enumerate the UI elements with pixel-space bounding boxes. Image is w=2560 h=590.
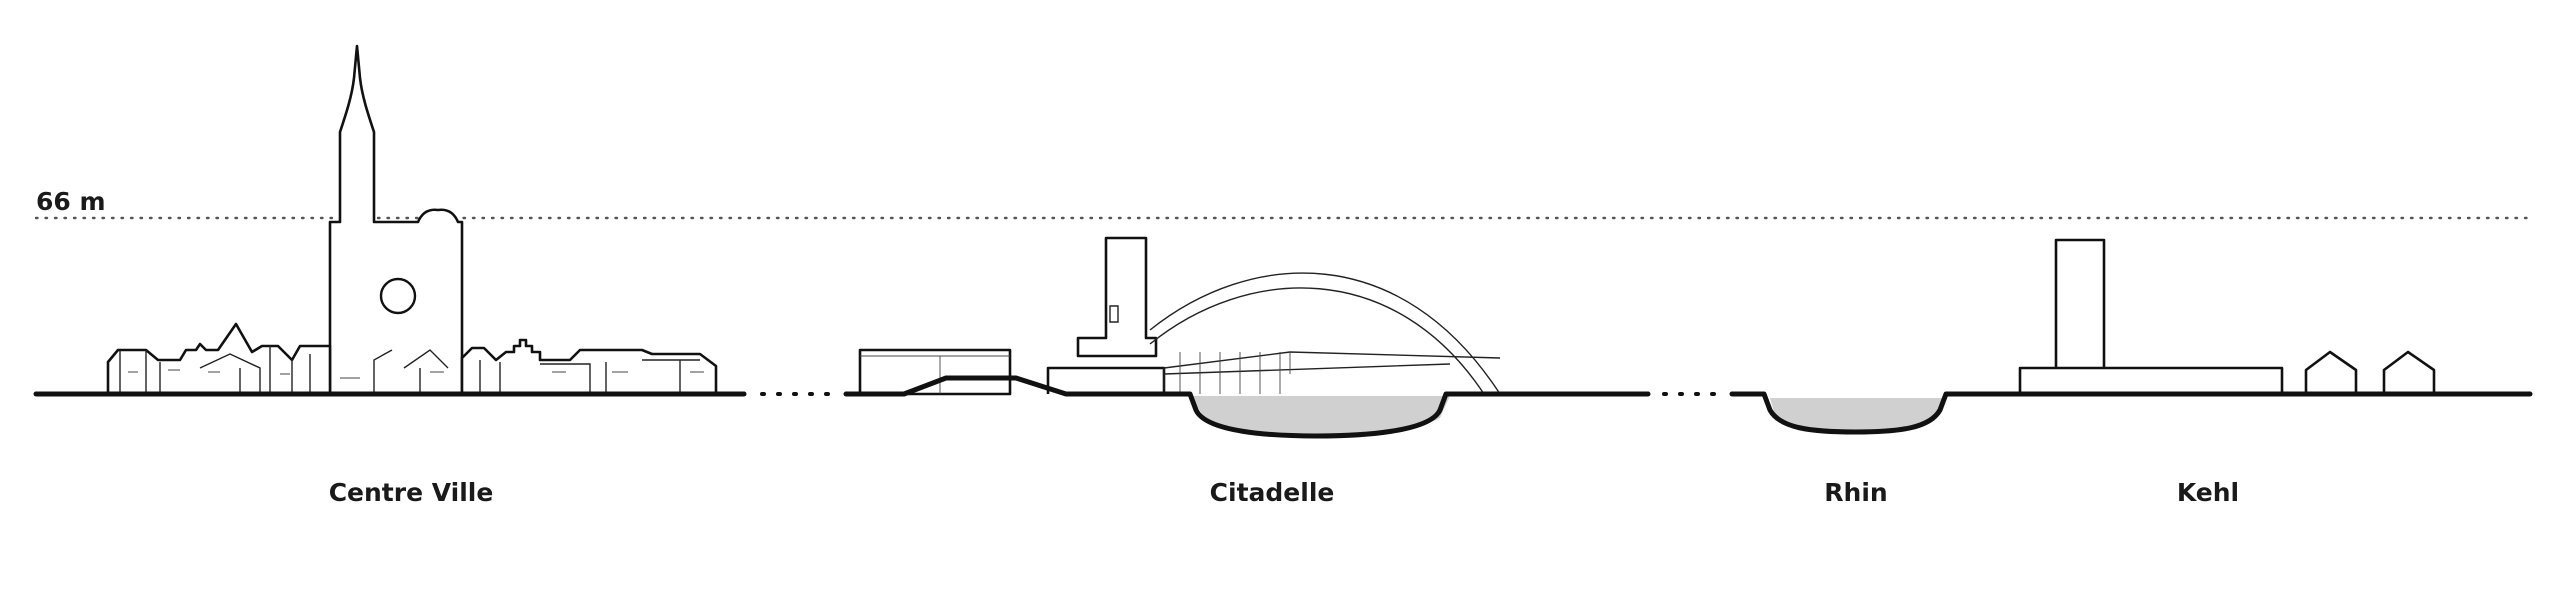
section-label-centre-ville: Centre Ville [329, 478, 494, 507]
citadelle-arch-inner [1149, 287, 1485, 395]
citadelle-group: Citadelle [843, 236, 1651, 507]
citadelle-basin-water [1190, 396, 1450, 436]
citadelle-canopy-columns [1179, 352, 1291, 394]
old-town-houses-east [460, 338, 718, 396]
citadelle-canopy [1163, 351, 1501, 394]
citadelle-podium [1046, 366, 1166, 394]
cathedral [328, 44, 464, 396]
citadelle-low-building-detail [860, 355, 1010, 394]
citadelle-low-building [858, 348, 1012, 396]
section-label-citadelle: Citadelle [1210, 478, 1335, 507]
citadelle-ground [843, 375, 1651, 439]
rhin-ground [1729, 391, 1963, 435]
kehl-house-1 [2304, 350, 2358, 396]
kehl-group: Kehl [1957, 238, 2533, 507]
cathedral-rose-window [379, 277, 417, 315]
section-label-rhin: Rhin [1824, 478, 1887, 507]
kehl-slab-building [2018, 366, 2284, 396]
citadelle-tower-notch [1109, 305, 1119, 323]
rhin-group: Rhin [1729, 391, 1963, 507]
height-marker-label: 66 m [36, 187, 106, 216]
rhin-river-water [1770, 398, 1944, 432]
kehl-house-2 [2382, 350, 2436, 396]
citadelle-arch-outer [1149, 272, 1501, 395]
kehl-tower [2054, 238, 2106, 384]
old-town-windows [128, 369, 704, 379]
centre-ville-group: Centre Ville [33, 44, 747, 507]
section-label-kehl: Kehl [2177, 478, 2239, 507]
old-town-house-gables [119, 346, 700, 394]
citadelle-tower [1076, 236, 1158, 358]
